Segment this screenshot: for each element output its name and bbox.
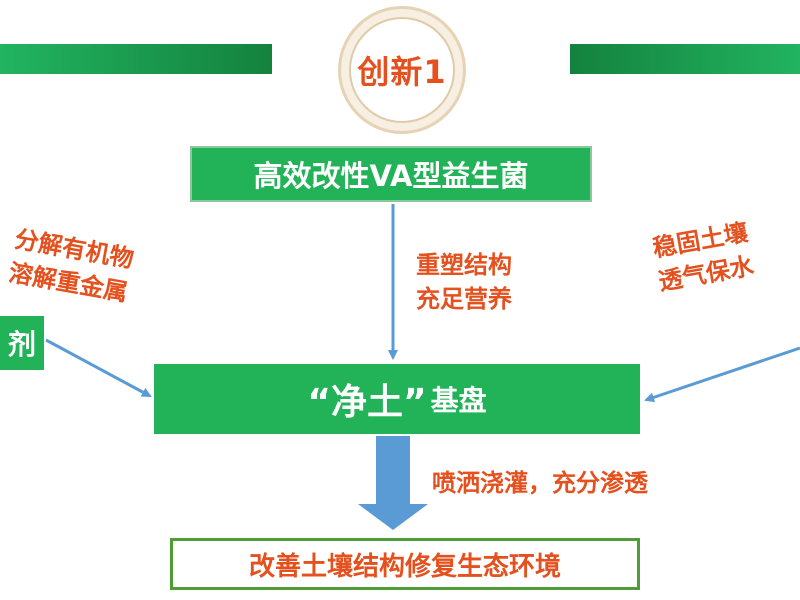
center-effect-line-2: 充足营养 [416,285,512,313]
badge-label: 创新1 [357,53,447,91]
arrow-left-to-center [45,338,152,398]
header-band-left [0,44,272,74]
clean-soil-sub: 基盘 [430,384,487,417]
outcome-label: 改善土壤结构修复生态环境 [248,551,561,582]
application-label: 喷洒浇灌，充分渗透 [432,469,648,497]
center-effect-line-1: 重塑结构 [416,251,512,279]
clean-soil-main: “净土” [307,382,427,423]
block-arrow-down [358,436,428,530]
outcome-box: 改善土壤结构修复生态环境 [170,538,640,590]
left-input-label: 剂 [7,328,36,361]
probiotic-label: 高效改性VA型益生菌 [253,159,529,193]
header-band-right [570,44,800,74]
center-effect-label: 重塑结构 充足营养 [416,248,512,316]
arrow-right-to-center [644,346,800,403]
innovation-badge: 创新1 [338,6,466,134]
clean-soil-base-box: “净土” 基盘 [154,364,640,434]
probiotic-box: 高效改性VA型益生菌 [190,146,592,202]
left-input-box: 剂 [0,316,44,370]
